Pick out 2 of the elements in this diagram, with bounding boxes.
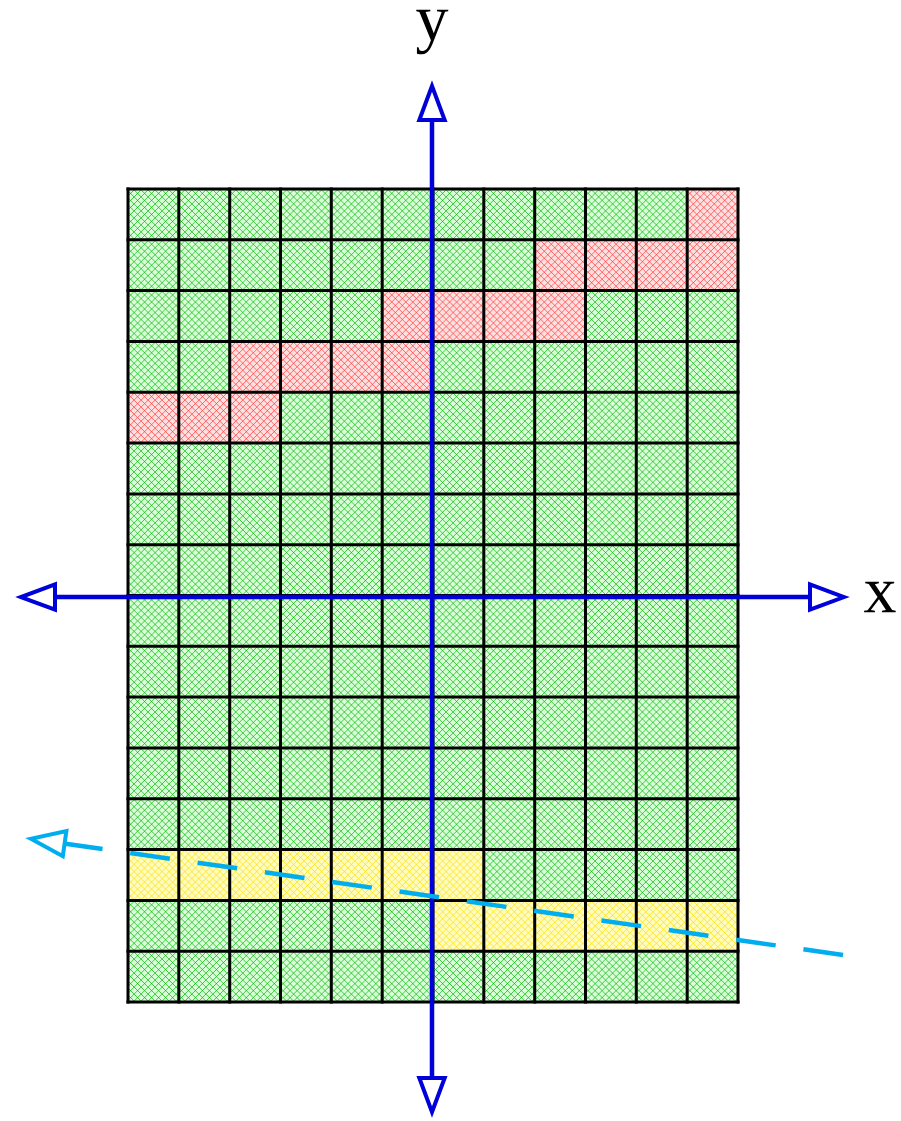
axis-label: y bbox=[416, 9, 449, 55]
axis-label: x bbox=[864, 581, 896, 613]
